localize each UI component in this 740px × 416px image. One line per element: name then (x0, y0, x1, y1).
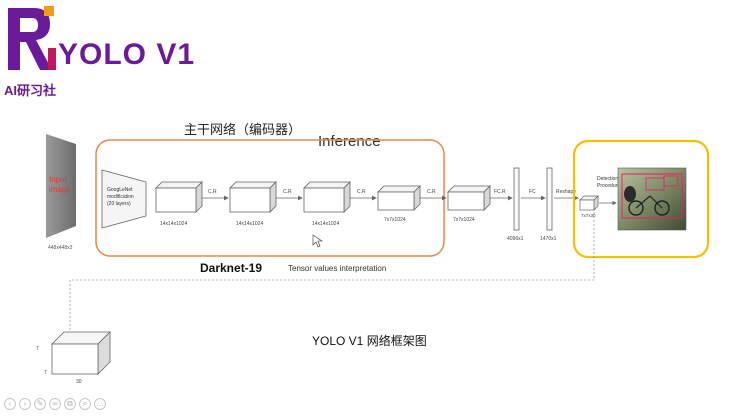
googlenet-label-line3: (20 layers) (107, 201, 131, 207)
block-1-dim: 14x14x1024 (160, 221, 187, 227)
encoder-label: 主干网络（编码器） (184, 122, 301, 137)
feature-block-2 (229, 181, 277, 213)
logo-r-shape (8, 8, 52, 70)
detection-label-line2: Procedure (597, 183, 620, 189)
tensor-cube (51, 331, 111, 375)
zoom-icon[interactable]: ⌕ (79, 398, 91, 410)
presentation-toolbar: ‹ › ✎ ∞ ⧉ ⌕ … (4, 398, 106, 410)
fc-layer-2 (546, 167, 553, 231)
pen-icon[interactable]: ✎ (34, 398, 46, 410)
logo-mark (8, 6, 56, 70)
arrow-2-label: C.R (283, 189, 292, 195)
feature-block-5 (447, 185, 491, 211)
block-2-dim: 14x14x1024 (236, 221, 263, 227)
more-icon[interactable]: … (94, 398, 106, 410)
arrow-4-label: C.R (427, 189, 436, 195)
logo-title: YOLO V1 (58, 38, 196, 71)
tensor-dim-bottom: 30 (76, 379, 82, 385)
googlenet-module (101, 169, 147, 229)
block-4-dim: 7x7x1024 (384, 217, 406, 223)
output-tensor-dim: 7x7x30 (581, 213, 596, 218)
prev-icon[interactable]: ‹ (4, 398, 16, 410)
copy-icon[interactable]: ⧉ (64, 398, 76, 410)
input-image-slab (46, 134, 76, 238)
block-5-dim: 7x7x1024 (453, 217, 475, 223)
tensor-interpretation-label: Tensor values interpretation (288, 264, 386, 273)
detection-box (572, 139, 710, 259)
detection-label-line1: Detection (597, 176, 618, 182)
arrow-5-label: FC.R (494, 189, 506, 195)
next-icon[interactable]: › (19, 398, 31, 410)
arrow-3-label: C.R (357, 189, 366, 195)
fc-layer-1 (513, 167, 520, 231)
logo-accent-magenta (48, 48, 56, 70)
detection-result-image (617, 167, 687, 231)
block-3-dim: 14x14x1024 (312, 221, 339, 227)
input-size-label: 448x448x3 (48, 245, 73, 251)
input-image-label-line2: image (49, 185, 71, 194)
feature-block-3 (303, 181, 351, 213)
diagram-caption: YOLO V1 网络框架图 (312, 333, 427, 348)
arrow-7-label: Reshape (556, 189, 576, 195)
googlenet-label-line1: GoogLeNet (107, 187, 133, 193)
logo-subtitle: AI研习社 (4, 83, 57, 98)
tensor-dim-left: 7 (36, 346, 39, 352)
arrow-1-label: C.R (208, 189, 217, 195)
input-image-label-line1: Input (49, 175, 68, 184)
mouse-cursor-icon (312, 234, 323, 248)
arrow-6-label: FC (529, 189, 536, 195)
googlenet-label-line2: modification (107, 194, 134, 200)
feature-block-1 (155, 181, 203, 213)
fc-layer-1-dim: 4096x1 (507, 236, 524, 242)
logo-accent-orange (44, 6, 54, 16)
dotted-connector (69, 212, 595, 332)
output-tensor-block (579, 195, 599, 211)
fc-layer-2-dim: 1470x1 (540, 236, 557, 242)
feature-block-4 (377, 185, 421, 211)
inference-label: Inference (318, 133, 381, 150)
backbone-label: Darknet-19 (200, 261, 262, 275)
tensor-dim-bottom-left: 7 (44, 370, 47, 376)
link-icon[interactable]: ∞ (49, 398, 61, 410)
